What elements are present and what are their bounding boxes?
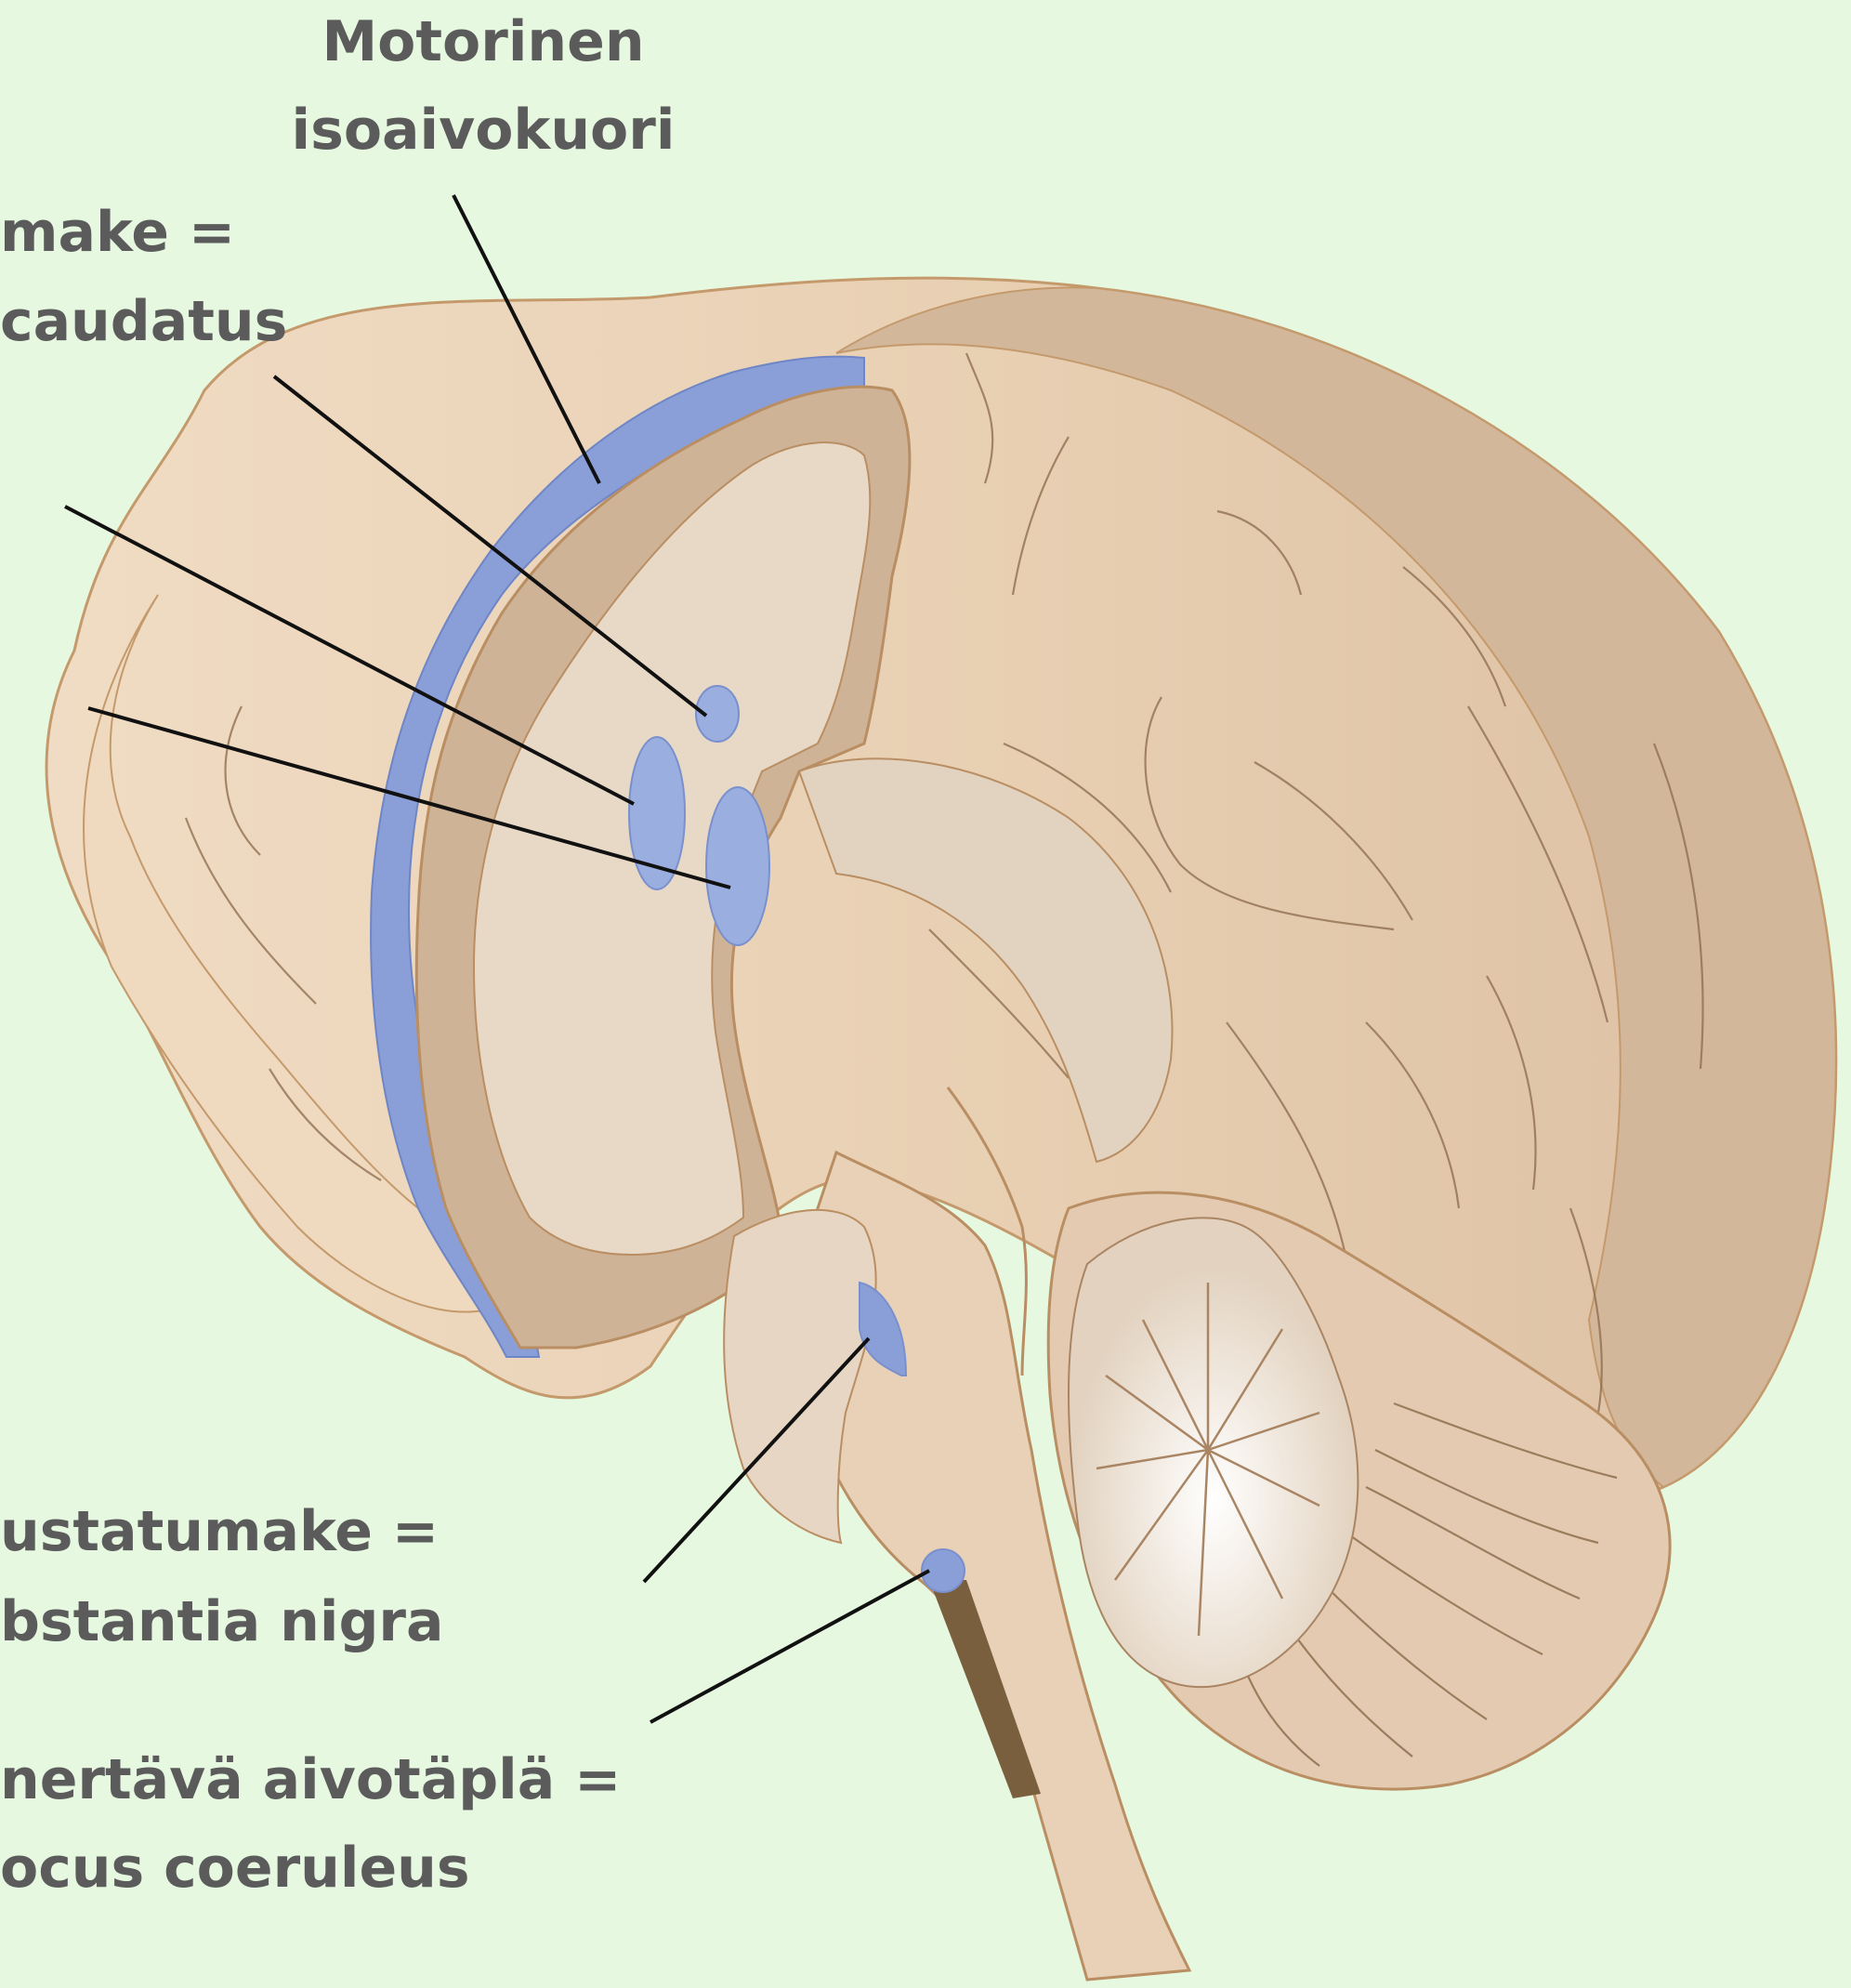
label-substantia-nigra-line1: ustatumake = [0, 1499, 439, 1564]
globus-pallidus-marker[interactable] [706, 787, 769, 945]
label-locus-coeruleus-line2: ocus coeruleus [0, 1836, 470, 1901]
label-caudate-line1: make = [0, 200, 235, 265]
label-locus-coeruleus: nertävä aivotäplä = ocus coeruleus [0, 1747, 621, 1901]
label-motor-cortex-line2: isoaivokuori [292, 98, 676, 163]
label-substantia-nigra-line2: bstantia nigra [0, 1589, 443, 1654]
pointer-locus-coeruleus [650, 1571, 929, 1722]
label-motor-cortex: Motorinen isoaivokuori [292, 9, 676, 163]
label-motor-cortex-line1: Motorinen [322, 9, 644, 74]
label-caudate: make = caudatus [0, 200, 287, 354]
label-caudate-line2: caudatus [0, 289, 287, 354]
label-locus-coeruleus-line1: nertävä aivotäplä = [0, 1747, 621, 1812]
label-substantia-nigra: ustatumake = bstantia nigra [0, 1499, 443, 1654]
